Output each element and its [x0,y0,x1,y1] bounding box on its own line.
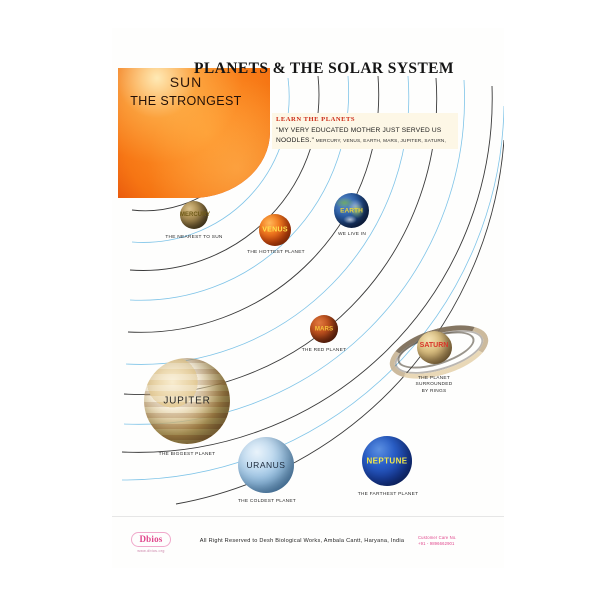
planet-uranus: URANUS [238,437,294,493]
customer-care-block: Customer Care No. +91 - 9896662901 [414,535,504,548]
planet-uranus-caption: THE COLDEST PLANET [238,499,296,504]
planet-mercury-label: MERCURY [180,212,211,218]
planet-mercury: MERCURY [180,201,211,229]
brand-name: Dbios [131,532,171,548]
planet-neptune-label: NEPTUNE [366,456,408,466]
page-title: PLANETS & THE SOLAR SYSTEM [194,60,454,77]
poster-sheet: SUN THE STRONGEST PLANETS & THE SOLAR SY… [112,28,504,568]
brand-website: www.dbios.org [137,548,165,553]
planet-earth-caption: WE LIVE IN [337,232,367,237]
learn-the-planets-box: LEARN THE PLANETS "MY VERY EDUCATED MOTH… [272,113,458,150]
planet-venus-label: VENUS [262,226,288,234]
planet-saturn-label: SATURN [419,342,449,349]
customer-care-label: Customer Care No. [418,534,457,540]
planet-venus: VENUS [259,214,291,246]
footer-divider [112,516,504,517]
learn-box-mnemonic-line1: "MY VERY EDUCATED MOTHER JUST SERVED US [276,127,442,134]
planet-jupiter-caption: THE BIGGEST PLANET [158,452,216,457]
planet-neptune-caption: THE FARTHEST PLANET [357,492,419,497]
planet-mercury-caption: THE NEAREST TO SUN [165,235,223,240]
sun-label-group: SUN THE STRONGEST [112,72,260,110]
planet-venus-caption: THE HOTTEST PLANET [247,250,305,255]
planet-saturn-caption: THE PLANET SURROUNDED BY RINGS [415,376,453,394]
planet-neptune: NEPTUNE [362,436,412,486]
planet-saturn: SATURN [383,315,495,389]
planet-mars-caption: THE RED PLANET [301,348,347,353]
planet-earth: EARTH [334,193,369,228]
footer: Dbios www.dbios.org All Right Reserved t… [112,524,504,558]
planet-mars: MARS [310,315,338,343]
planet-jupiter-label: JUPITER [163,395,211,407]
planet-mars-label: MARS [314,325,334,333]
planet-earth-label: EARTH [340,207,363,214]
customer-care-number: +91 - 9896662901 [418,541,455,546]
sun-image [118,68,270,198]
learn-box-planet-list: MERCURY, VENUS, EARTH, MARS, JUPITER, SA… [315,137,447,143]
planet-uranus-label: URANUS [246,460,286,470]
planet-jupiter: JUPITER [144,358,230,444]
sun-name: SUN [169,74,203,90]
brand-logo: Dbios www.dbios.org [112,529,190,553]
sun-subtitle: THE STRONGEST [130,94,242,109]
learn-box-heading: LEARN THE PLANETS [276,116,356,123]
learn-box-mnemonic-lead: NOODLES." [276,136,315,144]
learn-box-planet-list-line: NOODLES." MERCURY, VENUS, EARTH, MARS, J… [276,136,454,146]
copyright-text: All Right Reserved to Desh Biological Wo… [199,538,405,544]
